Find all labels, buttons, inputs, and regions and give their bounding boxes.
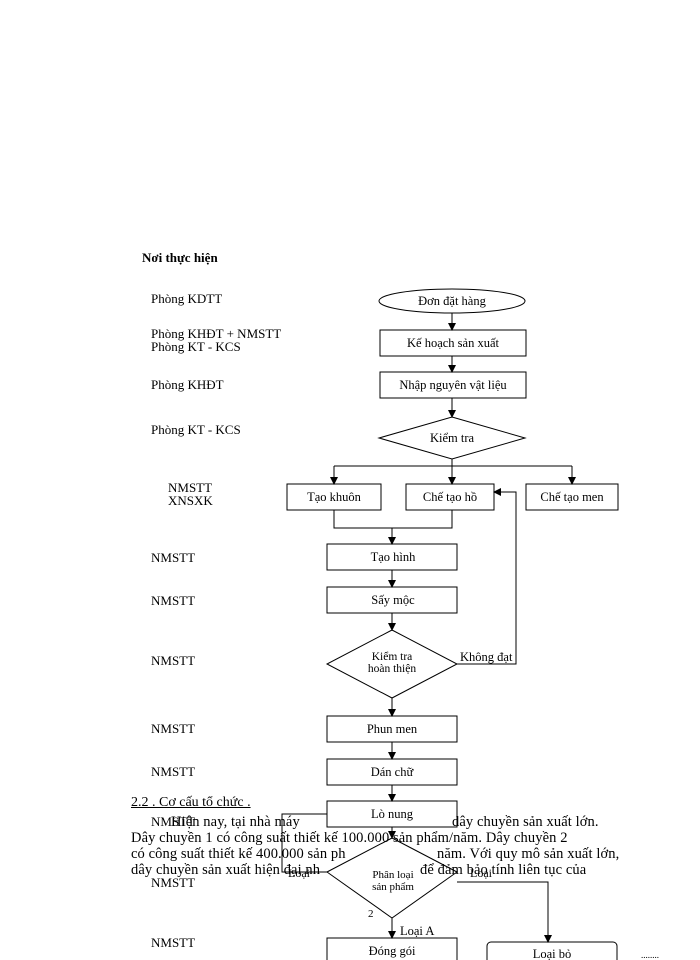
stamp-box bbox=[326, 758, 458, 786]
mold-label: Tạo khuôn bbox=[307, 490, 362, 504]
pack-label: Đóng gói bbox=[369, 944, 416, 958]
slip-box bbox=[405, 483, 495, 511]
loai-right-label: Loại bbox=[470, 866, 493, 880]
stamp-label: Dán chữ bbox=[371, 765, 415, 779]
label-nmstt-check: NMSTT bbox=[151, 653, 196, 668]
label-nmstt-pack: NMSTT bbox=[151, 935, 196, 950]
label-nmstt-forming: NMSTT bbox=[151, 550, 196, 565]
para-line4-left: dây chuyền sản xuất hiện đại nh bbox=[131, 862, 321, 878]
label-phong-kt-kcs-2: Phòng KT - KCS bbox=[151, 422, 241, 437]
check2-label-line1: Kiểm tra bbox=[372, 650, 413, 663]
glaze-label: Chế tạo men bbox=[540, 490, 604, 504]
glaze-box bbox=[525, 483, 619, 511]
import-label: Nhập nguyên vật liệu bbox=[399, 378, 507, 392]
label-phong-khdt-nmstt: Phòng KHĐT + NMSTT bbox=[151, 326, 282, 341]
kiln-box bbox=[326, 800, 458, 828]
fail-label: Không đạt bbox=[460, 650, 513, 664]
drying-label: Sấy mộc bbox=[371, 593, 415, 607]
para-line3-left: có công suất thiết kế 400.000 sản ph bbox=[131, 846, 346, 862]
label-phong-kdtt: Phòng KDTT bbox=[151, 291, 223, 306]
forming-box bbox=[326, 543, 458, 571]
check1-label: Kiểm tra bbox=[430, 431, 475, 445]
header-title: Nơi thực hiện bbox=[142, 250, 218, 265]
grade-a-label: Loại A bbox=[400, 924, 434, 938]
loai-left-label: Loại bbox=[288, 866, 311, 880]
sort-label-line2: sản phẩm bbox=[372, 881, 414, 893]
label-nmstt-sort: NMSTT bbox=[151, 875, 196, 890]
label-nmstt-kiln: NMSTT bbox=[151, 814, 196, 829]
para-line1-right: dây chuyền sản xuất lớn. bbox=[452, 814, 599, 830]
label-nmstt-drying: NMSTT bbox=[151, 593, 196, 608]
slip-label: Chế tạo hồ bbox=[423, 490, 477, 504]
label-nmstt-spray: NMSTT bbox=[151, 721, 196, 736]
para-line1-left: Hiện nay, tại nhà máy bbox=[171, 814, 300, 830]
drying-box bbox=[326, 586, 458, 614]
sort-label-line1: Phân loại bbox=[372, 869, 413, 881]
label-nmstt-stamp: NMSTT bbox=[151, 764, 196, 779]
plan-label: Kế hoạch sản xuất bbox=[407, 336, 500, 350]
label-nmstt-a: NMSTT bbox=[168, 480, 213, 495]
start-node-label: Đơn đặt hàng bbox=[418, 294, 486, 308]
reject-label: Loại bỏ bbox=[533, 947, 572, 960]
label-phong-khdt: Phòng KHĐT bbox=[151, 377, 224, 392]
para-line3-right: năm. Với quy mô sản xuất lớn, bbox=[437, 846, 620, 862]
number-label: 2 bbox=[368, 908, 374, 920]
label-phong-kt-kcs-1: Phòng KT - KCS bbox=[151, 339, 241, 354]
forming-label: Tạo hình bbox=[371, 550, 417, 564]
spray-label: Phun men bbox=[367, 722, 418, 736]
para-line2: Dây chuyền 1 có công suất thiết kế 100.0… bbox=[131, 830, 568, 846]
arrow-fail-return bbox=[457, 488, 517, 665]
arrow-sort-reject bbox=[457, 881, 552, 943]
reject-box bbox=[486, 941, 618, 960]
line-left-loop bbox=[281, 813, 327, 873]
dots-right: ........ bbox=[641, 950, 659, 960]
spray-box bbox=[326, 715, 458, 743]
label-xnsxk: XNSXK bbox=[168, 493, 213, 508]
kiln-label: Lò nung bbox=[371, 807, 414, 821]
para-line4-right: để đảm bảo tính liên tục của bbox=[420, 862, 587, 878]
check2-label-line2: hoàn thiện bbox=[368, 663, 416, 675]
section-title: 2.2 . Cơ cấu tổ chức . bbox=[131, 795, 251, 810]
line-merge bbox=[333, 510, 453, 529]
